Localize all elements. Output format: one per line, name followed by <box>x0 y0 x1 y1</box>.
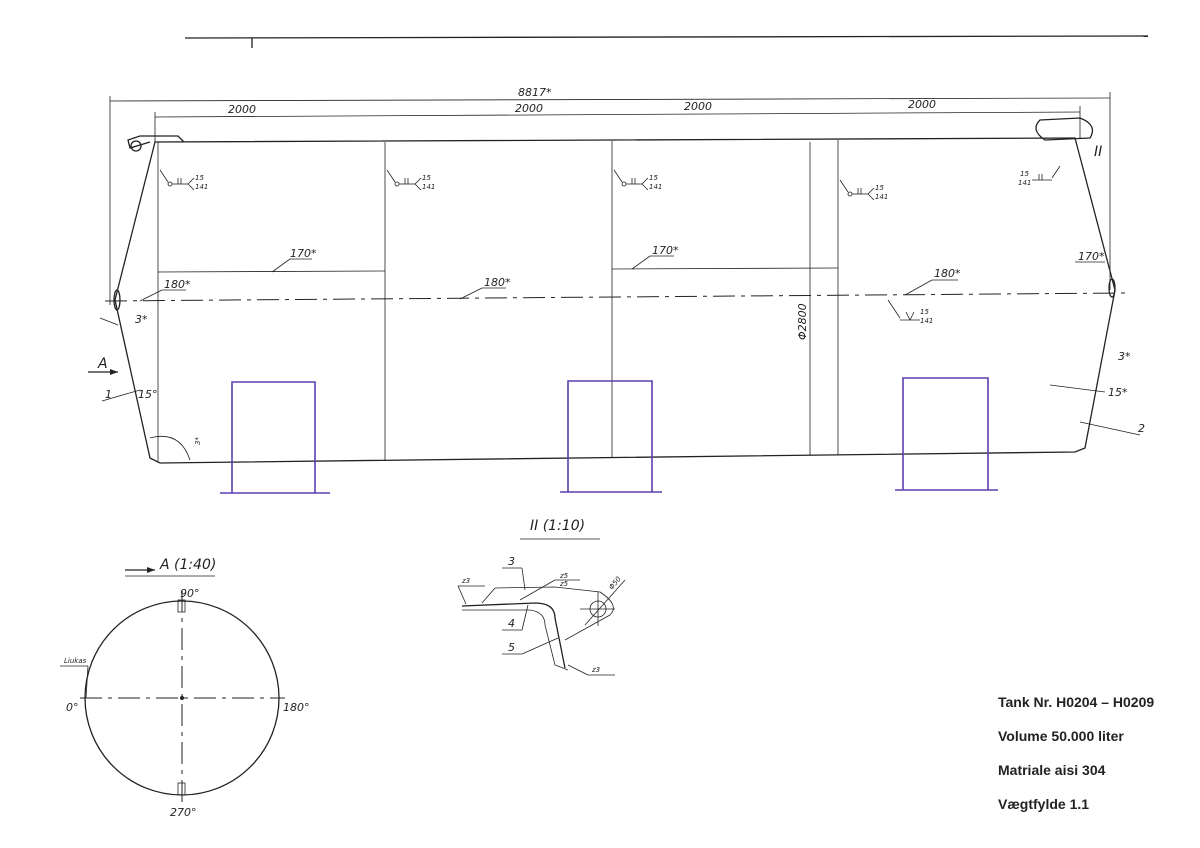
svg-text:141: 141 <box>1018 179 1031 187</box>
svg-text:141: 141 <box>649 183 662 191</box>
angle-label: 170* <box>1078 250 1105 263</box>
svg-text:15: 15 <box>1020 170 1029 178</box>
view-a-end-view: A (1:40) 90° 0° 180° 270° Liukas <box>60 557 310 819</box>
deg-270-label: 270° <box>170 806 197 819</box>
hatch-label: Liukas <box>64 657 87 665</box>
segment-1-label: 2000 <box>228 103 256 116</box>
angle-label: 180* <box>934 267 961 280</box>
tank-number: Tank Nr. H0204 – H0209 <box>998 694 1155 710</box>
svg-text:141: 141 <box>875 193 888 201</box>
part-4-label: 4 <box>508 617 515 630</box>
view-arrow-label: A <box>97 356 108 372</box>
svg-text:z5: z5 <box>559 580 569 588</box>
overall-length-label: 8817* <box>518 86 552 99</box>
svg-text:z3: z3 <box>591 666 600 674</box>
segment-2-label: 2000 <box>515 102 543 115</box>
svg-text:Φ50: Φ50 <box>607 575 623 592</box>
svg-text:z3: z3 <box>461 577 470 585</box>
deg-0-label: 0° <box>66 701 79 714</box>
svg-text:15: 15 <box>920 308 929 316</box>
left-15-label: 15° <box>138 388 158 401</box>
svg-text:141: 141 <box>195 183 208 191</box>
angle-label: 180* <box>484 276 511 289</box>
part-5-label: 5 <box>508 641 515 654</box>
angle-label: 170* <box>652 244 679 257</box>
tank-supports <box>220 377 998 494</box>
svg-text:z5: z5 <box>559 572 569 580</box>
angle-label: 170* <box>290 247 317 260</box>
svg-text:141: 141 <box>920 317 933 325</box>
svg-text:15: 15 <box>422 174 431 182</box>
part-2-label: 2 <box>1138 422 1145 435</box>
view-a-title: A (1:40) <box>159 557 216 573</box>
edge-annotations: 3* A 1 15° 3* 3* 15* 2 II <box>88 144 1145 461</box>
right-3-label: 3* <box>1118 350 1131 363</box>
deg-90-label: 90° <box>180 587 200 600</box>
frame-line <box>184 35 1149 39</box>
segment-4-label: 2000 <box>908 98 936 111</box>
angle-label: 180* <box>164 278 191 291</box>
part-1-label: 1 <box>105 388 112 401</box>
part-3-label: 3 <box>508 555 515 568</box>
diameter-label: Φ2800 <box>796 303 809 340</box>
detail-ref-label: II <box>1094 144 1102 160</box>
right-15-label: 15* <box>1108 386 1128 399</box>
detail-ii-title: II (1:10) <box>530 518 585 534</box>
dimensions: 8817* 2000 2000 2000 2000 <box>109 86 1111 305</box>
svg-text:141: 141 <box>422 183 435 191</box>
tank-density: Vægtfylde 1.1 <box>998 796 1090 812</box>
segment-3-label: 2000 <box>684 100 712 113</box>
svg-text:3*: 3* <box>194 437 202 445</box>
detail-ii: II (1:10) Φ50 3 4 5 z3 z5 z5 z3 <box>457 518 626 676</box>
tank-side-view: Φ2800 <box>104 117 1126 464</box>
deg-180-label: 180° <box>283 701 310 714</box>
tank-material: Matriale aisi 304 <box>998 762 1106 778</box>
svg-text:15: 15 <box>875 184 884 192</box>
tank-volume: Volume 50.000 liter <box>998 728 1124 744</box>
svg-text:15: 15 <box>195 174 204 182</box>
svg-text:15: 15 <box>649 174 658 182</box>
angle-labels: 170* 180* 180* 170* 180* 170* <box>139 244 1105 302</box>
left-3-label: 3* <box>135 313 148 326</box>
